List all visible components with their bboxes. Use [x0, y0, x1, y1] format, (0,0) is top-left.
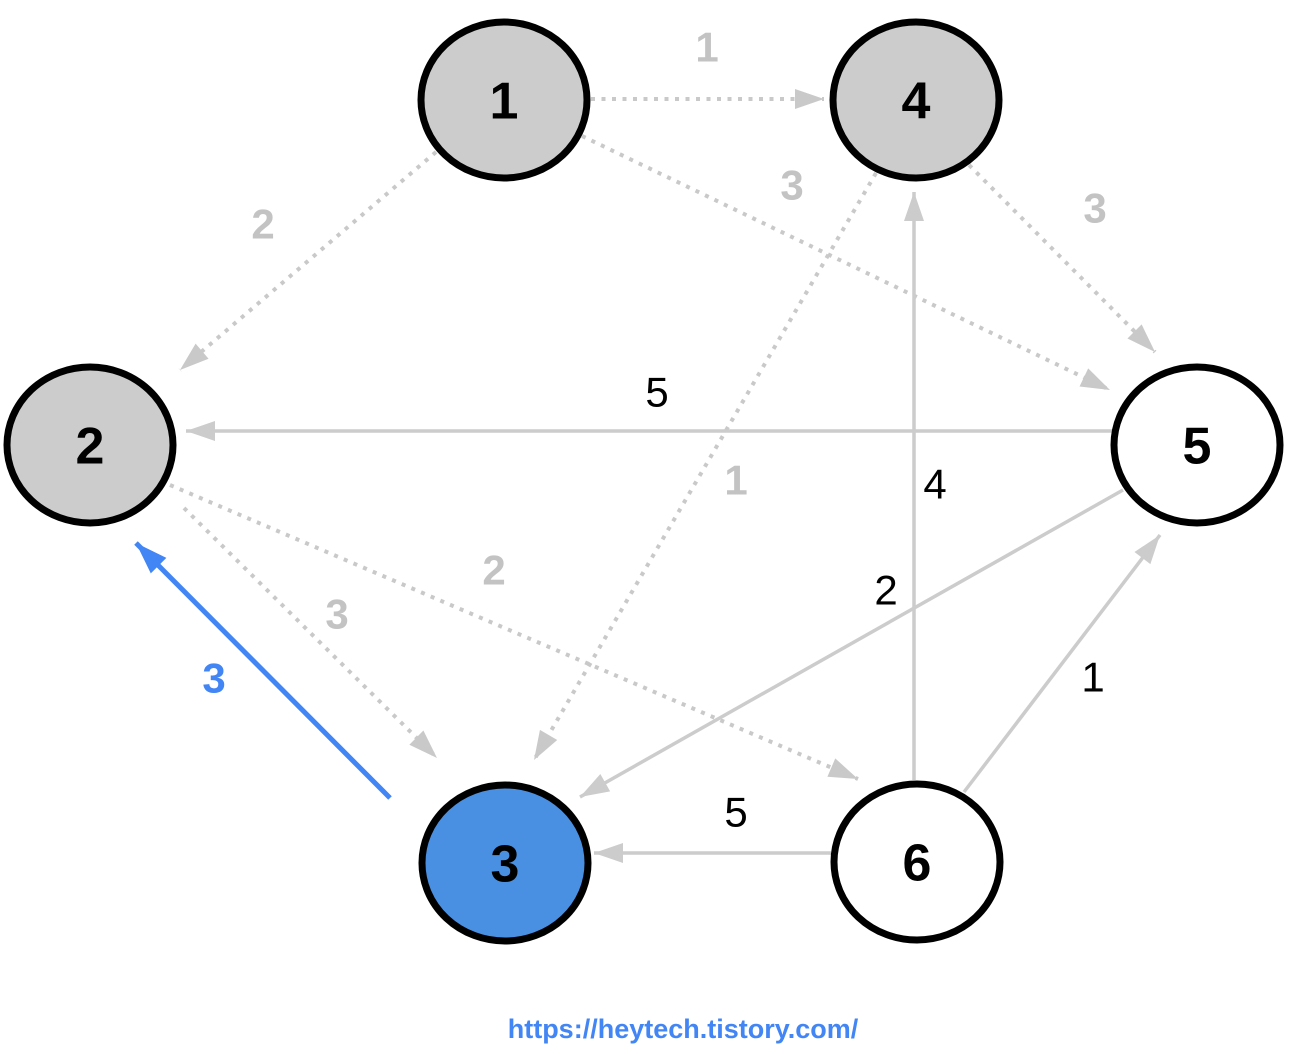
edge-3-to-2-weight: 3 [202, 655, 225, 702]
edge-4-to-3-line [532, 171, 878, 762]
nodes-layer: 1 2 3 4 5 6 [3, 18, 1284, 945]
edge-4-to-3-weight: 1 [724, 457, 747, 504]
edge-6-to-4-weight: 4 [923, 461, 946, 508]
node-6: 6 [830, 780, 1004, 944]
edge-2-to-6-line [169, 483, 859, 781]
node-4: 4 [829, 18, 1003, 182]
edge-2-to-6-weight: 2 [482, 547, 505, 594]
node-3-label: 3 [491, 836, 520, 894]
node-6-circle [830, 780, 1004, 944]
edge-6-to-5-line [962, 533, 1162, 794]
node-1: 1 [417, 18, 591, 182]
edge-1-to-4-weight: 1 [695, 24, 718, 71]
node-1-label: 1 [490, 73, 519, 131]
node-1-circle [417, 18, 591, 182]
edge-6-to-5-weight: 1 [1081, 654, 1104, 701]
node-5-circle [1110, 363, 1284, 527]
node-2-circle [3, 363, 177, 527]
edge-5-to-2-weight: 5 [645, 369, 668, 416]
edge-3-to-2-line [134, 541, 392, 800]
edge-1-to-5-weight: 3 [780, 162, 803, 209]
node-3-circle [418, 781, 592, 945]
edge-1-to-5-line [581, 134, 1111, 392]
node-6-label: 6 [903, 835, 932, 893]
edge-2-to-3-weight: 3 [325, 591, 348, 638]
edge-1-to-2-weight: 2 [251, 201, 274, 248]
node-5-label: 5 [1183, 418, 1212, 476]
edge-2-to-3-line [182, 506, 439, 760]
edges-layer [134, 89, 1162, 863]
edge-5-to-3-weight: 2 [874, 567, 897, 614]
edge-5-to-3-line [579, 488, 1124, 799]
node-2-label: 2 [76, 418, 105, 476]
node-2: 2 [3, 363, 177, 527]
node-4-label: 4 [902, 73, 931, 131]
edge-labels-layer: 1 2 3 3 1 2 3 5 4 2 1 5 3 [202, 24, 1106, 836]
edge-1-to-2-line [178, 150, 438, 372]
node-4-circle [829, 18, 1003, 182]
edge-4-to-5-weight: 3 [1083, 185, 1106, 232]
node-5: 5 [1110, 363, 1284, 527]
edge-4-to-5-line [967, 163, 1157, 354]
edge-6-to-3-weight: 5 [724, 789, 747, 836]
footer-blog-url: https://heytech.tistory.com/ [507, 1014, 859, 1044]
node-3: 3 [418, 781, 592, 945]
